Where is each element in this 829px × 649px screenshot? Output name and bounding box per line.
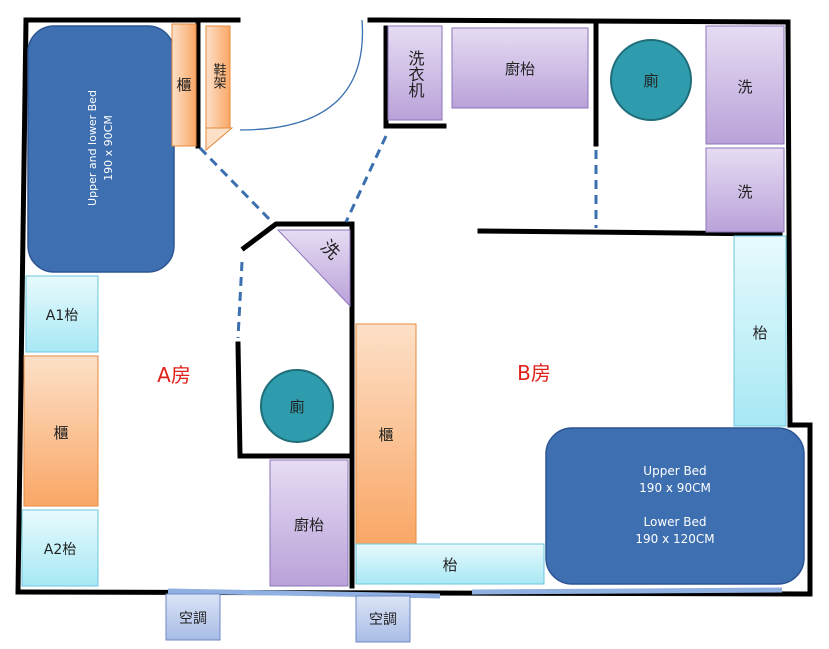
sink-1-label: 洗: [737, 78, 752, 96]
toilet-top-label: 廁: [643, 72, 658, 90]
dashed-lines: [198, 135, 598, 339]
washer: [387, 25, 443, 121]
room-a-label: A房: [157, 363, 191, 387]
toilet-middle: [260, 369, 334, 443]
sink-middle: [276, 229, 351, 308]
wall-middle-bath-top: [240, 221, 355, 589]
window-bar-left: [167, 588, 441, 599]
shoe-rack: [205, 25, 231, 129]
sink-1: [705, 25, 785, 145]
bunk-bed-a: [27, 25, 175, 273]
kitchen-counter-bottom-label: 廚枱: [294, 516, 324, 534]
cabinet-top-label: 櫃: [176, 76, 191, 94]
aircon-2: [355, 595, 411, 643]
wall-bottom: [15, 589, 813, 597]
bunk-bed-a-size: 190 x 90CM: [102, 115, 115, 181]
bed-b-lower-label: Lower Bed: [644, 515, 707, 529]
window-bar-right: [471, 587, 783, 595]
bed-b-lower-size: 190 x 120CM: [635, 532, 714, 546]
kitchen-counter-top-label: 廚枱: [505, 60, 535, 78]
table-b-bottom: [355, 543, 545, 585]
cabinet-middle: [355, 323, 417, 545]
shoe-rack-label: 鞋架: [211, 62, 227, 89]
wall-top-right: [367, 17, 791, 25]
room-b-label: B房: [517, 361, 551, 385]
cabinet-top: [171, 23, 197, 147]
wall-right-upper: [785, 19, 793, 428]
bunk-bed-a-label: Upper and lower Bed: [86, 90, 99, 206]
toilet-middle-label: 廁: [289, 398, 304, 416]
desk-a1: [25, 275, 99, 353]
washer-label: 洗衣机: [406, 50, 425, 99]
dash-shoe-to-bath: [198, 146, 274, 224]
kitchen-counter-bottom: [269, 459, 349, 587]
bed-b-upper-label: Upper Bed: [643, 464, 706, 478]
aircon-1: [165, 593, 221, 641]
dash-bath-left: [236, 261, 244, 339]
toilet-top: [610, 39, 692, 121]
bed-b-upper-size: 190 x 90CM: [639, 481, 711, 495]
bed-b: [545, 427, 805, 585]
wall-washer-left: [383, 25, 447, 129]
dash-washer-to-bath: [344, 135, 388, 223]
cabinet-middle-label: 櫃: [378, 426, 393, 444]
table-b-bottom-label: 枱: [442, 556, 457, 574]
desk-a2-label: A2枱: [44, 542, 76, 558]
cabinet-a-label: 櫃: [53, 424, 68, 442]
wall-middle-bath-left: [235, 341, 351, 459]
aircon-2-label: 空調: [369, 612, 397, 628]
shoe-rack-door: [205, 127, 234, 152]
aircon-1-label: 空調: [179, 611, 207, 627]
kitchen-counter-top: [451, 27, 589, 109]
sink-2: [705, 147, 785, 233]
cabinet-a: [23, 355, 99, 507]
table-b-right-label: 枱: [752, 324, 767, 342]
wall-bathroom-bottom: [477, 228, 783, 237]
wall-right-notch: [787, 422, 813, 597]
table-b-right: [733, 235, 787, 427]
wall-left: [15, 17, 29, 595]
door-swing-arc: [239, 19, 364, 131]
walls: [15, 17, 813, 597]
desk-a2: [21, 509, 99, 587]
sink-2-label: 洗: [737, 183, 752, 201]
desk-a1-label: A1枱: [46, 308, 78, 324]
